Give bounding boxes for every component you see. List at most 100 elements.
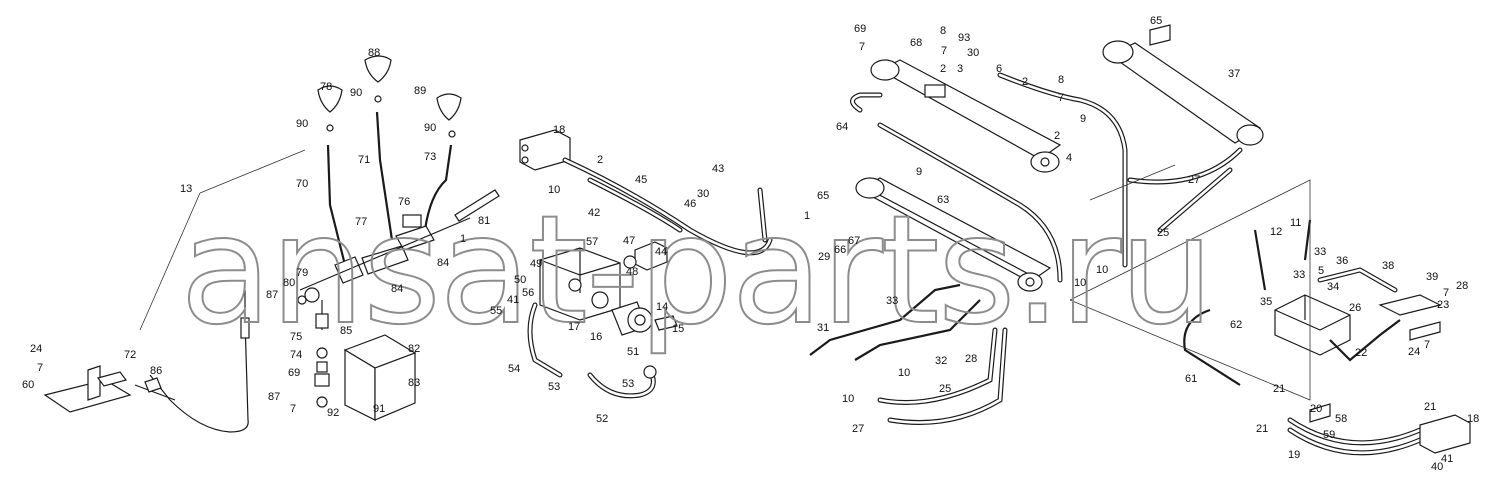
callout-label: 47 (623, 235, 635, 247)
callout-label: 68 (910, 37, 922, 49)
callout-label: 92 (327, 407, 339, 419)
callout-label: 87 (268, 391, 280, 403)
callout-label: 63 (937, 194, 949, 206)
callout-label: 48 (626, 266, 638, 278)
callout-label: 25 (1157, 227, 1169, 239)
callout-label: 3 (957, 63, 963, 75)
callout-label: 1 (460, 233, 466, 245)
callout-label: 91 (373, 403, 385, 415)
callout-label: 10 (898, 367, 910, 379)
callout-label: 37 (1228, 68, 1240, 80)
callout-label: 90 (424, 122, 436, 134)
callout-label: 30 (697, 188, 709, 200)
callout-label: 81 (478, 215, 490, 227)
callout-label: 90 (350, 87, 362, 99)
callout-label: 2 (1054, 130, 1060, 142)
callout-label: 39 (1426, 271, 1438, 283)
callout-label: 6 (996, 63, 1002, 75)
callout-label: 15 (672, 323, 684, 335)
callout-label: 87 (266, 289, 278, 301)
callout-label: 73 (424, 151, 436, 163)
pump-valve-assembly (519, 129, 773, 399)
callout-label: 52 (596, 413, 608, 425)
callout-label: 21 (1424, 401, 1436, 413)
callout-label: 40 (1431, 461, 1443, 473)
callout-label: 49 (530, 258, 542, 270)
callout-label: 28 (965, 353, 977, 365)
callout-label: 41 (507, 294, 519, 306)
callout-label: 8 (940, 25, 946, 37)
callout-label: 7 (1058, 92, 1064, 104)
callout-label: 80 (283, 277, 295, 289)
callout-label: 70 (296, 178, 308, 190)
callout-label: 34 (1327, 281, 1339, 293)
callout-label: 11 (1290, 217, 1301, 229)
callout-label: 27 (852, 423, 864, 435)
callout-label: 7 (1424, 339, 1430, 351)
callout-label: 10 (842, 393, 854, 405)
callout-label: 10 (1096, 264, 1108, 276)
callout-label: 42 (588, 207, 600, 219)
callout-label: 2 (597, 154, 603, 166)
callout-labels: 78 88 89 90 90 90 71 73 13 70 76 81 77 1… (22, 15, 1479, 473)
callout-label: 58 (1335, 413, 1347, 425)
callout-label: 5 (1318, 265, 1324, 277)
callout-label: 27 (1188, 174, 1200, 186)
callout-label: 90 (296, 118, 308, 130)
callout-label: 50 (514, 274, 526, 286)
callout-label: 43 (712, 163, 724, 175)
callout-label: 59 (1323, 429, 1335, 441)
callout-label: 1 (804, 210, 810, 222)
callout-label: 65 (1150, 15, 1162, 27)
callout-label: 66 (834, 244, 846, 256)
callout-label: 53 (622, 378, 634, 390)
callout-label: 31 (817, 322, 829, 334)
callout-label: 41 (1441, 453, 1453, 465)
callout-label: 51 (627, 346, 639, 358)
callout-label: 21 (1273, 383, 1285, 395)
callout-label: 33 (886, 295, 898, 307)
callout-label: 25 (939, 383, 951, 395)
callout-label: 10 (1074, 277, 1086, 289)
callout-label: 69 (854, 23, 866, 35)
callout-label: 22 (1355, 347, 1367, 359)
callout-label: 79 (296, 267, 308, 279)
callout-label: 53 (548, 381, 560, 393)
callout-label: 88 (368, 47, 380, 59)
callout-label: 67 (848, 235, 860, 247)
callout-label: 71 (358, 154, 370, 166)
callout-label: 20 (1310, 403, 1322, 415)
callout-label: 76 (398, 196, 410, 208)
callout-label: 89 (414, 85, 426, 97)
callout-label: 44 (655, 246, 667, 258)
callout-label: 14 (656, 301, 668, 313)
callout-label: 46 (684, 198, 696, 210)
callout-label: 93 (958, 32, 970, 44)
callout-label: 13 (180, 183, 192, 195)
callout-label: 9 (1080, 113, 1086, 125)
callout-label: 4 (1066, 152, 1072, 164)
callout-label: 8 (1058, 74, 1064, 86)
callout-label: 64 (836, 121, 848, 133)
callout-label: 32 (935, 355, 947, 367)
callout-label: 45 (635, 174, 647, 186)
callout-label: 23 (1437, 299, 1449, 311)
callout-label: 7 (37, 362, 43, 374)
callout-label: 72 (124, 349, 136, 361)
hydraulic-cylinders (809, 24, 1471, 456)
callout-label: 30 (967, 47, 979, 59)
callout-label: 29 (818, 251, 830, 263)
callout-label: 10 (548, 184, 560, 196)
callout-label: 75 (290, 331, 302, 343)
callout-label: 56 (522, 287, 534, 299)
control-lever-assembly (43, 55, 500, 433)
callout-label: 9 (916, 166, 922, 178)
callout-label: 35 (1260, 296, 1272, 308)
callout-label: 17 (568, 321, 580, 333)
callout-label: 12 (1270, 226, 1282, 238)
callout-label: 7 (1443, 287, 1449, 299)
callout-label: 28 (1456, 280, 1468, 292)
callout-label: 65 (817, 190, 829, 202)
callout-label: 16 (590, 331, 602, 343)
